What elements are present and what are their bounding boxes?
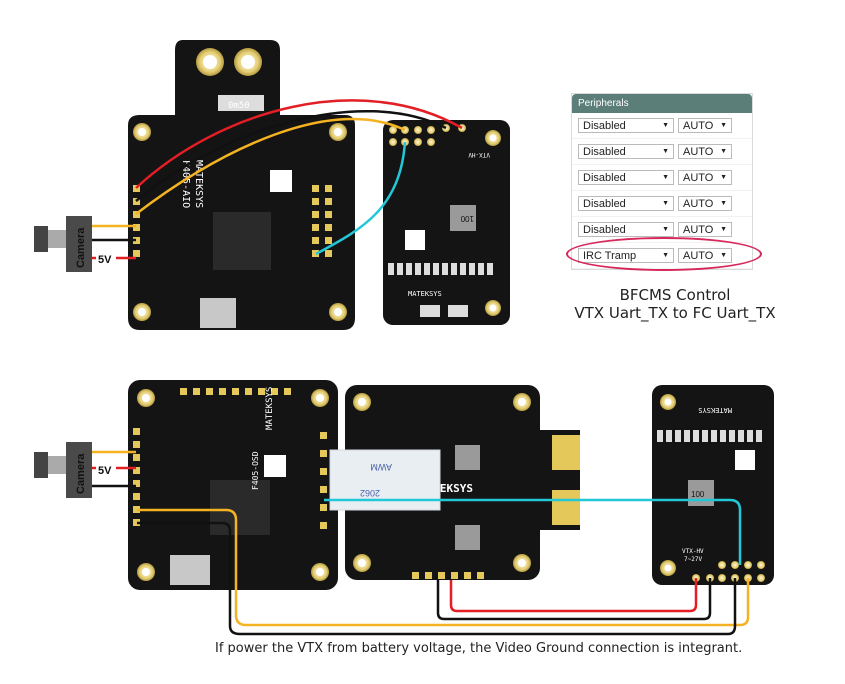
fc-model-label: F405-AIO	[180, 160, 191, 208]
bottom-wires	[92, 450, 750, 636]
camera2-5v-label: 5V	[98, 465, 112, 477]
pdb-board: MATEKSYS	[345, 385, 580, 580]
fc-brand-label: MATEKSYS	[193, 160, 204, 208]
vtx2-model-label: VTX-HV	[682, 548, 704, 555]
wire-power-bottom	[449, 578, 698, 613]
fc-board-f405-aio: 0m50 MATEKSYS F405-AIO	[128, 40, 355, 330]
peripheral-baud-select[interactable]: AUTO▼	[678, 170, 732, 185]
dropdown-arrow-icon: ▼	[720, 148, 727, 155]
peripheral-row: Disabled▼ AUTO▼	[572, 139, 752, 165]
vtx2-voltage-label: 7~27V	[684, 556, 702, 563]
peripheral-row: Disabled▼ AUTO▼	[572, 165, 752, 191]
vtx-inductor-label: 100	[460, 214, 474, 223]
peripheral-baud-select[interactable]: AUTO▼	[678, 144, 732, 159]
dropdown-arrow-icon: ▼	[662, 226, 669, 233]
fc2-model-label: F405-OSD	[251, 451, 260, 490]
vtx-brand-label: MATEKSYS	[408, 290, 442, 298]
peripheral-baud-select[interactable]: AUTO▼	[678, 196, 732, 211]
peripheral-baud-select[interactable]: AUTO▼	[678, 222, 732, 237]
peripherals-panel: Peripherals Disabled▼ AUTO▼ Disabled▼ AU…	[571, 93, 753, 270]
dropdown-arrow-icon: ▼	[662, 252, 669, 259]
peripherals-header: Peripherals	[572, 94, 752, 113]
usb-port	[200, 298, 236, 328]
vtx2-inductor-label: 100	[691, 490, 705, 499]
camera-bottom: Camera	[34, 442, 92, 498]
camera2-label: Camera	[75, 453, 87, 494]
shunt-label: 0m50	[228, 101, 250, 111]
peripheral-mode-select[interactable]: Disabled▼	[578, 118, 674, 133]
peripheral-row-irc-tramp: IRC Tramp▼ AUTO▼	[572, 243, 752, 269]
vtx-model-label: VTX-HV	[468, 151, 490, 158]
peripheral-row: Disabled▼ AUTO▼	[572, 191, 752, 217]
vtx-board-top: 100 MATEKSYS VTX-HV	[383, 120, 510, 325]
dropdown-arrow-icon: ▼	[662, 122, 669, 129]
wire-ground	[135, 109, 447, 202]
ribbon-text-1: AWM	[370, 462, 392, 472]
dropdown-arrow-icon: ▼	[720, 174, 727, 181]
wire-ground-bottom	[436, 578, 712, 621]
peripheral-mode-select[interactable]: Disabled▼	[578, 170, 674, 185]
fc-board-f405-osd: MATEKSYS F405-OSD	[128, 380, 338, 590]
ribbon-text-2: 2062	[360, 488, 380, 498]
vtx-board-bottom: 100 MATEKSYS VTX-HV 7~27V	[652, 385, 774, 585]
dropdown-arrow-icon: ▼	[720, 226, 727, 233]
camera-label: Camera	[75, 227, 87, 268]
peripheral-mode-select[interactable]: Disabled▼	[578, 222, 674, 237]
top-wires	[92, 99, 463, 260]
dropdown-arrow-icon: ▼	[662, 174, 669, 181]
peripheral-mode-select[interactable]: IRC Tramp▼	[578, 248, 674, 263]
peripheral-baud-select[interactable]: AUTO▼	[678, 118, 732, 133]
caption-line-1: BFCMS Control	[619, 286, 731, 304]
dropdown-arrow-icon: ▼	[662, 200, 669, 207]
footnote: If power the VTX from battery voltage, t…	[215, 641, 743, 656]
wire-uart	[315, 141, 407, 256]
dropdown-arrow-icon: ▼	[662, 148, 669, 155]
wire-video-ground-bottom	[137, 521, 737, 636]
camera-5v-label: 5V	[98, 254, 112, 266]
caption: BFCMS Control VTX Uart_TX to FC Uart_TX	[555, 286, 795, 322]
peripheral-row: Disabled▼ AUTO▼	[572, 113, 752, 139]
dropdown-arrow-icon: ▼	[720, 252, 727, 259]
camera-top: Camera	[34, 216, 92, 272]
peripheral-baud-select[interactable]: AUTO▼	[678, 248, 732, 263]
fc2-brand-label: MATEKSYS	[265, 387, 275, 430]
dropdown-arrow-icon: ▼	[720, 122, 727, 129]
peripheral-row: Disabled▼ AUTO▼	[572, 217, 752, 243]
wire-power	[135, 99, 463, 189]
peripheral-mode-select[interactable]: Disabled▼	[578, 196, 674, 211]
wire-uart-bottom	[324, 498, 742, 565]
vtx2-brand-label: MATEKSYS	[698, 406, 732, 414]
wire-video	[135, 117, 406, 215]
caption-line-2: VTX Uart_TX to FC Uart_TX	[574, 304, 776, 322]
peripheral-mode-select[interactable]: Disabled▼	[578, 144, 674, 159]
dropdown-arrow-icon: ▼	[720, 200, 727, 207]
wire-video-bottom	[137, 508, 750, 627]
